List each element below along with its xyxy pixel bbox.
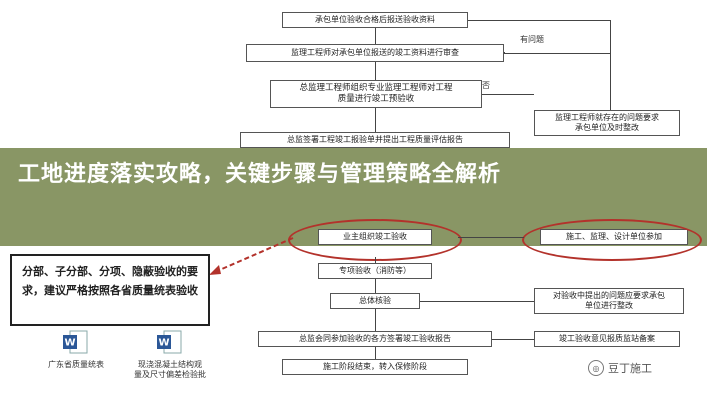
file-label-line: 现浇混凝土结构观	[138, 360, 202, 369]
connector	[375, 62, 376, 80]
banner-title: 工地进度落实攻略，关键步骤与管理策略全解析	[18, 162, 502, 187]
connector	[458, 237, 524, 238]
flow-step-overall-check: 总体核验	[330, 293, 420, 309]
flow-side-rectify: 监理工程师就存在的问题要求承包单位及时整改	[534, 110, 680, 136]
connector	[504, 52, 505, 53]
file-label-quality-table[interactable]: 广东省质量统表	[48, 360, 104, 369]
flow-step-pre-acceptance: 总监理工程师组织专业监理工程师对工程质量进行竣工预验收	[270, 80, 482, 108]
connector	[375, 279, 376, 293]
flow-step-special: 专项验收（消防等）	[318, 263, 432, 279]
connector	[482, 94, 534, 95]
connector	[375, 347, 376, 359]
flow-step-submit: 承包单位验收合格后报送验收资料	[282, 12, 468, 28]
connector	[375, 28, 376, 44]
file-label-line: 量及尺寸偏差检验批	[134, 370, 206, 379]
note-box: 分部、子分部、分项、隐蔽验收的要求，建议严格按照各省质量统表验收	[10, 254, 210, 326]
connector	[375, 108, 376, 132]
label-has-problem: 有问题	[520, 35, 544, 44]
connector	[420, 301, 534, 302]
word-doc-icon[interactable]: W	[156, 330, 182, 354]
flow-step-warranty: 施工阶段结束，转入保修阶段	[282, 359, 468, 375]
doc-circle-icon: ◎	[588, 360, 604, 376]
flow-side-issues: 对验收中提出的问题应要求承包单位进行整改	[534, 288, 684, 314]
flow-step-sign-acceptance: 总监会同参加验收的各方签署竣工验收报告	[258, 331, 492, 347]
watermark: ◎ 豆丁施工	[588, 360, 652, 376]
connector	[504, 53, 610, 54]
word-doc-icon[interactable]: W	[62, 330, 88, 354]
connector	[468, 20, 610, 21]
connector	[375, 309, 376, 331]
connector	[610, 20, 611, 110]
highlight-ellipse	[522, 219, 702, 261]
flow-side-file: 竣工验收意见报质监站备案	[534, 331, 680, 347]
svg-text:W: W	[158, 338, 169, 349]
connector	[492, 339, 534, 340]
watermark-text: 豆丁施工	[608, 362, 652, 375]
file-label-concrete[interactable]: 现浇混凝土结构观 量及尺寸偏差检验批	[118, 360, 222, 380]
label-no: 否	[482, 81, 490, 90]
flow-step-sign-report: 总监签署工程竣工报验单并提出工程质量评估报告	[240, 132, 510, 148]
connector	[375, 257, 376, 263]
dashed-arrow	[209, 237, 294, 275]
highlight-ellipse	[288, 219, 462, 261]
flow-step-review: 监理工程师对承包单位报送的竣工资料进行审查	[246, 44, 504, 62]
svg-text:W: W	[64, 338, 75, 349]
